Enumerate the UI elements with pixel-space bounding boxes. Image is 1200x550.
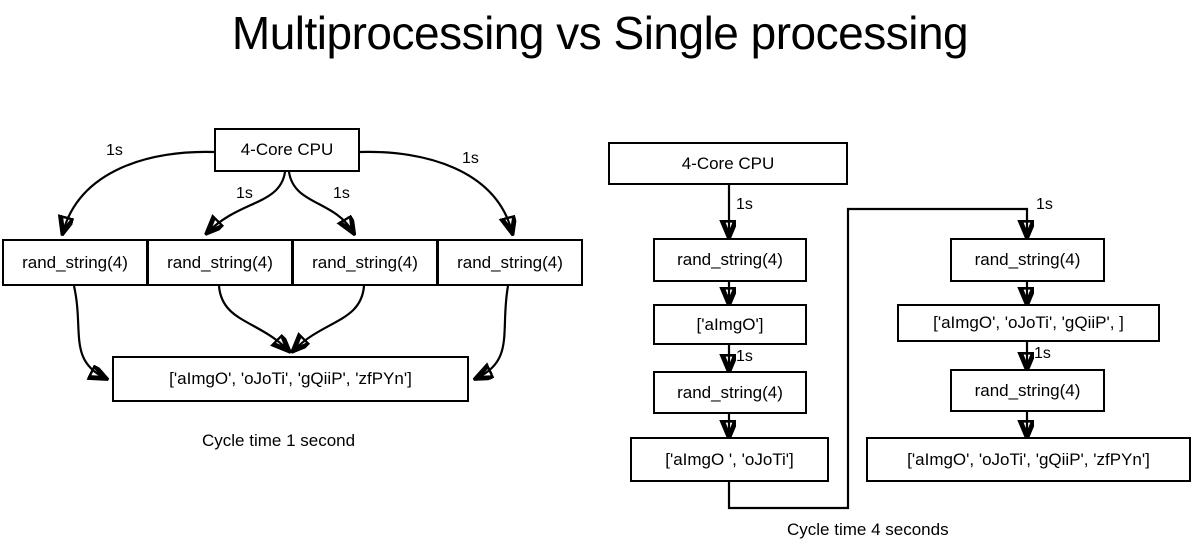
right-col1-list-2[interactable]: ['aImgO ', 'oJoTi'] [630,437,829,482]
right-edge-label-2: 1s [736,348,753,365]
page-title: Multiprocessing vs Single processing [231,7,969,59]
right-col2-rand-1-label: rand_string(4) [974,250,1081,269]
left-edge-label-4: 1s [462,150,479,167]
edge-cpu-to-worker-2 [208,171,287,232]
right-col1-list-2-label: ['aImgO ', 'oJoTi'] [665,449,794,469]
right-col2-list-2[interactable]: ['aImgO', 'oJoTi', 'gQiiP', 'zfPYn'] [866,437,1191,482]
left-caption: Cycle time 1 second [202,431,356,450]
edge-cpu-to-worker-1 [63,150,215,232]
right-col1-rand-1[interactable]: rand_string(4) [653,238,807,282]
right-col1-rand-2-label: rand_string(4) [677,382,783,402]
right-col1-list-1-label: ['aImgO'] [696,314,764,334]
left-worker-label-3: rand_string(4) [312,252,418,272]
left-worker-label-1: rand_string(4) [22,252,128,272]
right-cpu-label: 4-Core CPU [681,153,775,173]
right-caption: Cycle time 4 seconds [787,520,949,539]
edge-list2-to-rand3-elbow [727,207,1027,510]
edge-worker-2-to-result [217,285,288,350]
left-edge-label-3: 1s [333,185,350,202]
left-edge-label-2: 1s [236,185,253,202]
right-col1-rand-2[interactable]: rand_string(4) [653,371,807,414]
left-worker-label-4: rand_string(4) [457,252,563,272]
left-worker-cell-1[interactable]: rand_string(4) [2,239,148,286]
left-edge-label-1: 1s [106,142,123,159]
edge-worker-4-to-result [477,285,510,378]
edge-worker-3-to-result [294,285,366,350]
left-result-label: ['aImgO', 'oJoTi', 'gQiiP', 'zfPYn'] [169,369,412,388]
right-edge-label-4: 1s [1034,345,1051,362]
edge-cpu-to-worker-3 [287,171,353,232]
right-col1-list-1[interactable]: ['aImgO'] [653,304,807,345]
right-col2-rand-2[interactable]: rand_string(4) [950,369,1105,412]
right-edge-label-1: 1s [736,196,753,213]
right-col1-rand-1-label: rand_string(4) [677,250,783,269]
left-cpu-label: 4-Core CPU [240,140,334,159]
right-col2-rand-1[interactable]: rand_string(4) [950,238,1105,282]
right-col2-list-1[interactable]: ['aImgO', 'oJoTi', 'gQiiP', ] [897,304,1160,342]
edge-cpu-to-worker-4 [359,150,512,232]
left-worker-cell-2[interactable]: rand_string(4) [147,239,293,286]
left-cpu-box[interactable]: 4-Core CPU [214,128,360,172]
right-col2-rand-2-label: rand_string(4) [974,380,1081,400]
left-worker-cell-4[interactable]: rand_string(4) [437,239,583,286]
edge-worker-1-to-result [72,285,105,378]
left-result-box[interactable]: ['aImgO', 'oJoTi', 'gQiiP', 'zfPYn'] [112,356,469,402]
right-col2-list-1-label: ['aImgO', 'oJoTi', 'gQiiP', ] [933,313,1124,332]
right-edge-label-3: 1s [1036,196,1053,213]
right-col2-list-2-label: ['aImgO', 'oJoTi', 'gQiiP', 'zfPYn'] [907,449,1150,469]
left-worker-cell-3[interactable]: rand_string(4) [292,239,438,286]
left-worker-label-2: rand_string(4) [167,252,273,272]
right-cpu-box[interactable]: 4-Core CPU [608,142,848,185]
